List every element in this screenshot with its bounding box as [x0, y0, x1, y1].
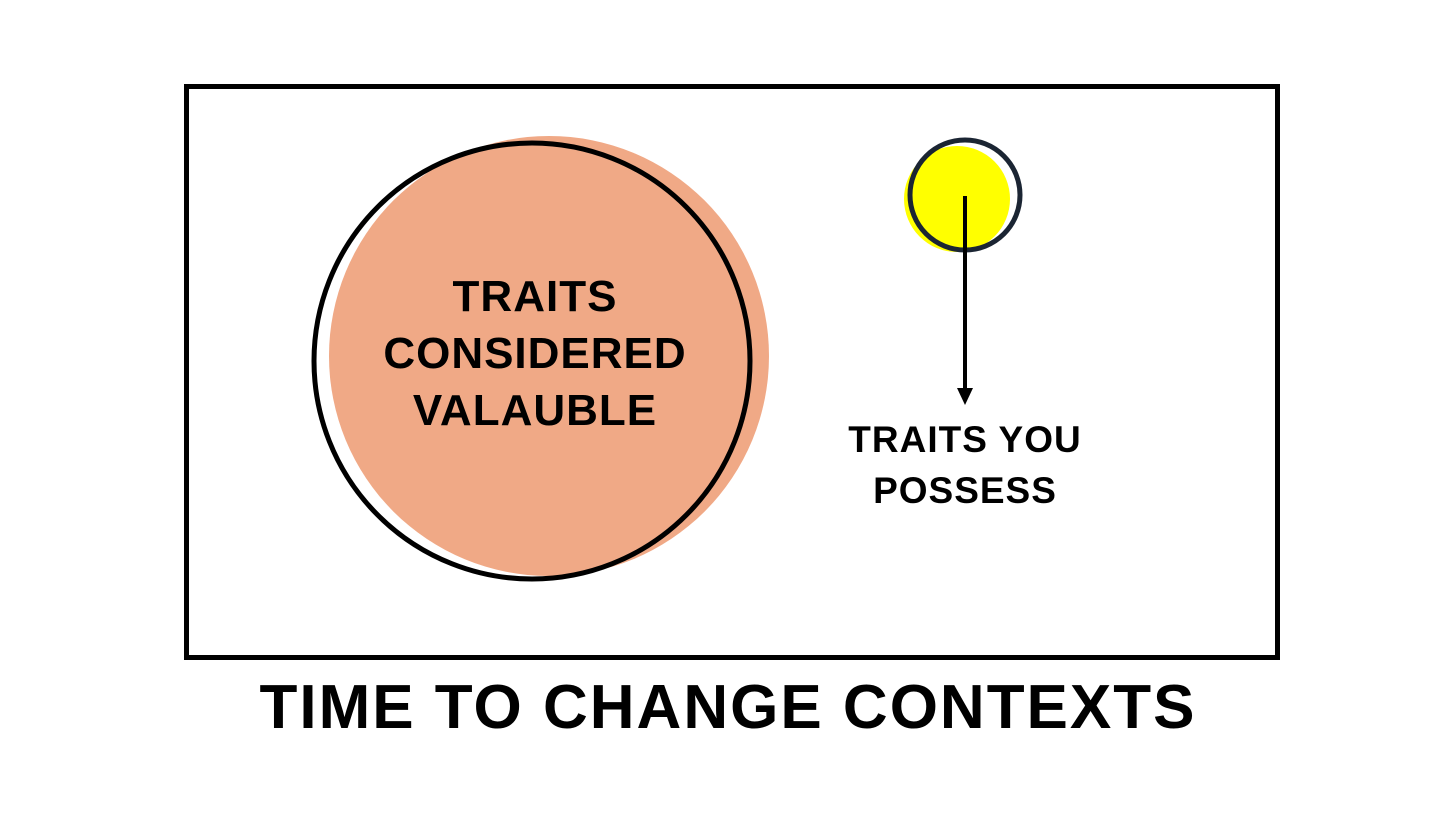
big-circle-label: TRAITS CONSIDERED VALAUBLE — [383, 272, 687, 435]
diagram-caption: TIME TO CHANGE CONTEXTS — [259, 673, 1197, 742]
big-circle-fill — [329, 136, 769, 576]
diagram-frame — [184, 84, 1280, 660]
small-circle-fill — [904, 146, 1010, 252]
small-circle-label: TRAITS YOU POSSESS — [848, 419, 1082, 511]
arrow-head-icon — [957, 388, 973, 405]
big-circle-outline — [311, 140, 753, 582]
